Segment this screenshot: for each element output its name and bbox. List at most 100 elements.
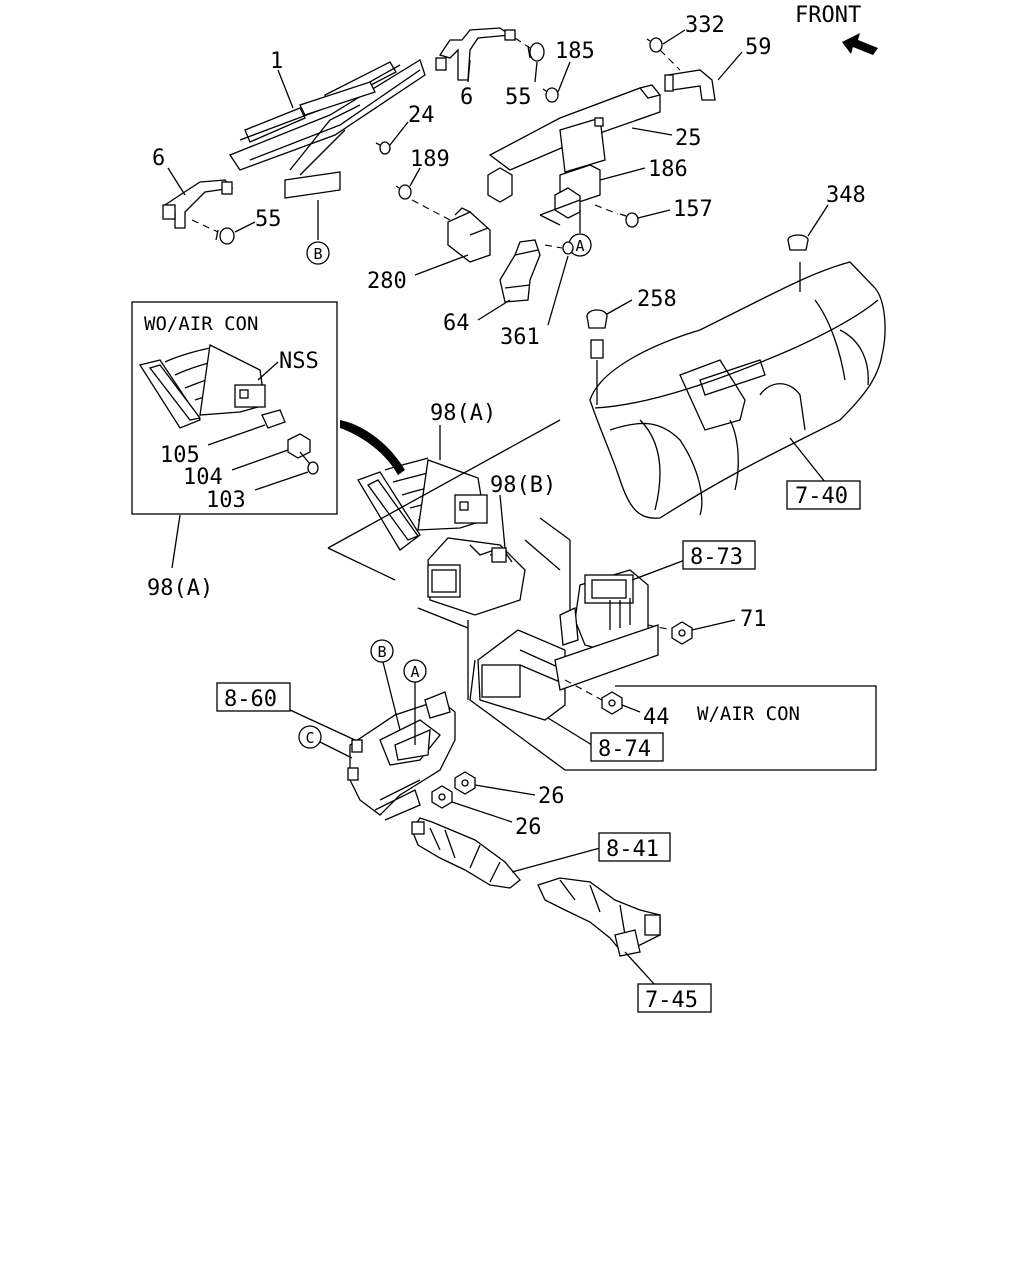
callout-25: 25 <box>675 126 702 151</box>
callout-185: 185 <box>555 39 595 64</box>
callout-98a-bottom: 98(A) <box>147 576 213 601</box>
part-8-41-floor-duct <box>411 817 521 889</box>
callout-258: 258 <box>637 287 677 312</box>
leader-1 <box>277 69 294 109</box>
callout-1: 1 <box>270 49 283 74</box>
nut-71-hole <box>678 629 686 637</box>
leader-157 <box>637 209 671 219</box>
marker-c-label: C <box>305 729 314 747</box>
ref-box-7-40 <box>786 480 861 510</box>
dash-44 <box>564 679 603 701</box>
marker-b-top <box>306 241 330 265</box>
leader-8-73 <box>631 559 686 581</box>
marker-b-top-label: B <box>313 245 322 263</box>
nut-26-lower-hole <box>438 793 446 801</box>
leader-26-upper <box>474 784 536 796</box>
leader-26-lower <box>451 801 513 823</box>
leader-44 <box>621 704 641 713</box>
screw-24-icon <box>375 141 391 155</box>
front-arrow-icon <box>842 33 878 55</box>
leader-186 <box>599 167 646 181</box>
swoosh-arrow-icon <box>340 420 405 475</box>
part-1-center-duct <box>229 59 426 199</box>
leader-189 <box>409 167 421 187</box>
ref-8-41: 8-41 <box>606 837 659 862</box>
marker-b-lower <box>370 639 394 663</box>
part-8-73-blower <box>559 569 649 656</box>
screw-361-icon <box>562 241 574 255</box>
leader-8-60 <box>289 709 356 741</box>
clip-348-icon <box>787 234 809 251</box>
callout-103: 103 <box>206 488 246 513</box>
callout-71: 71 <box>740 607 767 632</box>
callout-26-upper: 26 <box>538 784 565 809</box>
clip-258-icon <box>586 309 608 359</box>
leader-marker-b-lower <box>382 661 401 731</box>
nut-104-icon <box>287 433 311 459</box>
callout-280: 280 <box>367 269 407 294</box>
ref-box-8-41 <box>598 832 671 862</box>
marker-c <box>298 725 322 749</box>
part-98a-duct <box>357 457 488 551</box>
part-25-duct <box>487 84 662 203</box>
nut-26-upper-hole <box>461 779 469 787</box>
dash-361 <box>544 244 563 249</box>
guide-lines-center <box>327 419 571 700</box>
leader-64 <box>477 299 511 321</box>
leader-8-41 <box>511 847 601 873</box>
leader-59 <box>717 51 743 81</box>
note-w-air-con: W/AIR CON <box>697 703 800 725</box>
callout-186: 186 <box>648 157 688 182</box>
lines-a-top <box>539 199 581 226</box>
part-105-pad <box>261 409 286 429</box>
screw-55-left-icon <box>215 227 235 245</box>
wo-air-con-inset <box>131 301 338 515</box>
nut-44-hole <box>608 699 616 707</box>
ref-box-8-60 <box>216 682 291 712</box>
leader-98a-bottom <box>171 514 181 569</box>
callout-44: 44 <box>643 705 670 730</box>
ref-7-40: 7-40 <box>795 484 848 509</box>
dash-157 <box>594 204 619 215</box>
dash-55-upper <box>514 37 531 49</box>
leader-258 <box>606 299 633 315</box>
ref-8-74: 8-74 <box>598 737 651 762</box>
leader-105 <box>207 424 266 446</box>
callout-55-left: 55 <box>255 207 282 232</box>
leader-marker-c <box>319 741 353 759</box>
marker-a-top-label: A <box>575 237 584 255</box>
callout-98a-top: 98(A) <box>430 401 496 426</box>
ref-8-60: 8-60 <box>224 687 277 712</box>
leader-98b <box>499 494 506 549</box>
part-8-74-evaporator <box>477 624 659 721</box>
screw-157-icon <box>619 212 639 228</box>
dash-71 <box>647 624 673 631</box>
leader-25 <box>631 127 673 136</box>
ref-7-45: 7-45 <box>645 988 698 1013</box>
leader-71 <box>691 619 736 631</box>
marker-b-lower-label: B <box>377 643 386 661</box>
callout-98b: 98(B) <box>490 473 556 498</box>
callout-64: 64 <box>443 311 470 336</box>
dash-55-left <box>191 219 219 233</box>
callout-26-lower: 26 <box>515 815 542 840</box>
callout-332: 332 <box>685 13 725 38</box>
leader-8-74 <box>547 717 593 746</box>
w-air-con-outline <box>469 659 877 771</box>
front-label: FRONT <box>795 3 861 28</box>
part-6-bracket-left <box>162 179 234 229</box>
part-98b-adapter <box>427 537 526 616</box>
marker-a-lower <box>403 659 427 683</box>
ref-box-8-74 <box>590 732 664 762</box>
part-8-60-heater-unit <box>347 691 456 821</box>
leader-185 <box>557 61 571 93</box>
screw-185-icon <box>542 87 559 103</box>
part-59-vent <box>664 69 716 101</box>
leader-280 <box>414 254 469 276</box>
callout-55-upper: 55 <box>505 85 532 110</box>
screw-189-icon <box>395 184 412 200</box>
callout-348: 348 <box>826 183 866 208</box>
callout-105: 105 <box>160 443 200 468</box>
part-280-bracket <box>447 207 491 263</box>
